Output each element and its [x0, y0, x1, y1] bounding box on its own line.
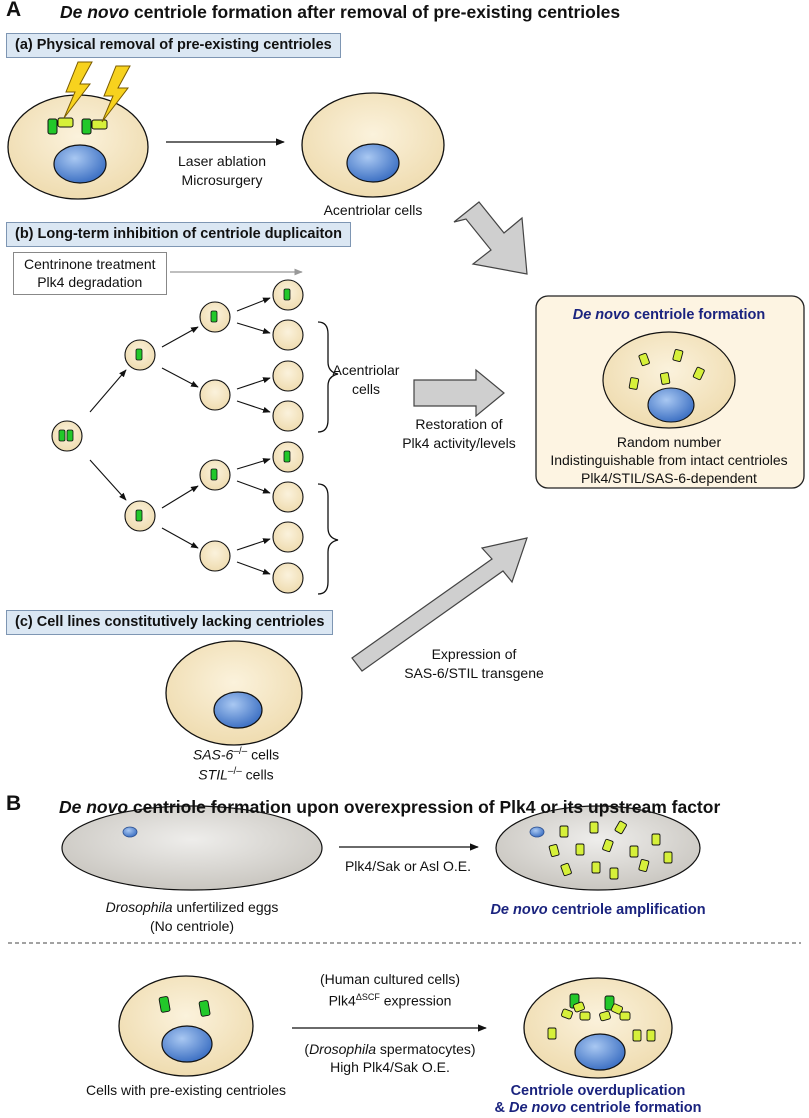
arrow-label: (Human cultured cells)	[319, 971, 461, 987]
stil-label: STIL–/– cells	[198, 766, 274, 783]
arrow-label: Plk4ΔSCF expression	[328, 992, 452, 1009]
treatment-line: Centrinone treatment	[24, 256, 156, 272]
centrioles	[547, 993, 656, 1042]
nucleus	[574, 1033, 626, 1071]
cells-caption: Cells with pre-existing centrioles	[86, 1082, 286, 1098]
arrow-label: Plk4/Sak or Asl O.E.	[344, 858, 472, 874]
acentriolar-label: Acentriolar cells	[323, 202, 423, 218]
result-line: Indistinguishable from intact centrioles	[550, 452, 788, 468]
centriole-pair	[47, 117, 108, 135]
arrow	[413, 368, 505, 418]
lightning-icon	[63, 61, 131, 123]
panel-letter-a: A	[6, 0, 22, 21]
panel-b-title: De novo centriole formation upon overexp…	[59, 797, 721, 817]
egg-caption: (No centriole)	[149, 918, 235, 934]
amplification-label: De novo centriole amplification	[490, 902, 706, 918]
acentriolar-label: cells	[351, 381, 381, 397]
result-title: De novo centriole formation	[572, 307, 766, 323]
cell-lineage-tree	[51, 279, 339, 595]
overduplication-label: Centriole overduplication	[510, 1083, 686, 1099]
acentriolar-label: Acentriolar	[332, 362, 400, 378]
expression-label: Expression of	[431, 646, 517, 662]
centrioles	[628, 349, 705, 390]
nucleus	[213, 691, 263, 729]
treatment-line: Plk4 degradation	[37, 274, 143, 290]
result-line: Plk4/STIL/SAS-6-dependent	[581, 470, 757, 486]
nucleus	[647, 387, 695, 423]
egg-nucleus	[122, 826, 138, 838]
arrow	[453, 201, 528, 275]
nucleus	[53, 144, 107, 184]
arrow	[351, 537, 528, 672]
treatment-box: Centrinone treatment Plk4 degradation	[13, 252, 167, 295]
box-a-label: (a) Physical removal of pre-existing cen…	[6, 33, 341, 58]
sas6-label: SAS-6–/– cells	[192, 746, 280, 763]
drosophila-egg	[61, 805, 323, 891]
arrow-label: High Plk4/Sak O.E.	[330, 1059, 450, 1075]
result-line: Random number	[616, 434, 722, 450]
egg-amplified	[495, 805, 701, 891]
egg-caption: Drosophila unfertilized eggs	[105, 899, 279, 915]
brace	[317, 321, 339, 433]
egg-nucleus	[529, 826, 545, 838]
arrow-label: Laser ablation	[178, 153, 266, 169]
box-b-label: (b) Long-term inhibition of centriole du…	[6, 222, 352, 247]
overduplication-label: & De novo centriole formation	[494, 1100, 702, 1116]
expression-label: SAS-6/STIL transgene	[404, 665, 544, 681]
cell-overduplication	[523, 977, 673, 1079]
brace	[317, 483, 339, 595]
panel-a-title: De novo centriole formation after remova…	[60, 2, 621, 22]
arrow-label: Microsurgery	[181, 172, 263, 188]
panel-letter-b: B	[6, 792, 22, 815]
restoration-label: Restoration of	[415, 416, 503, 432]
centrioles	[548, 820, 673, 880]
nucleus	[161, 1025, 213, 1063]
arrow-label: (Drosophila spermatocytes)	[304, 1041, 476, 1057]
restoration-label: Plk4 activity/levels	[402, 435, 516, 451]
centrioles	[158, 996, 211, 1017]
nucleus	[346, 143, 400, 183]
box-c-label: (c) Cell lines constitutively lacking ce…	[6, 610, 334, 635]
